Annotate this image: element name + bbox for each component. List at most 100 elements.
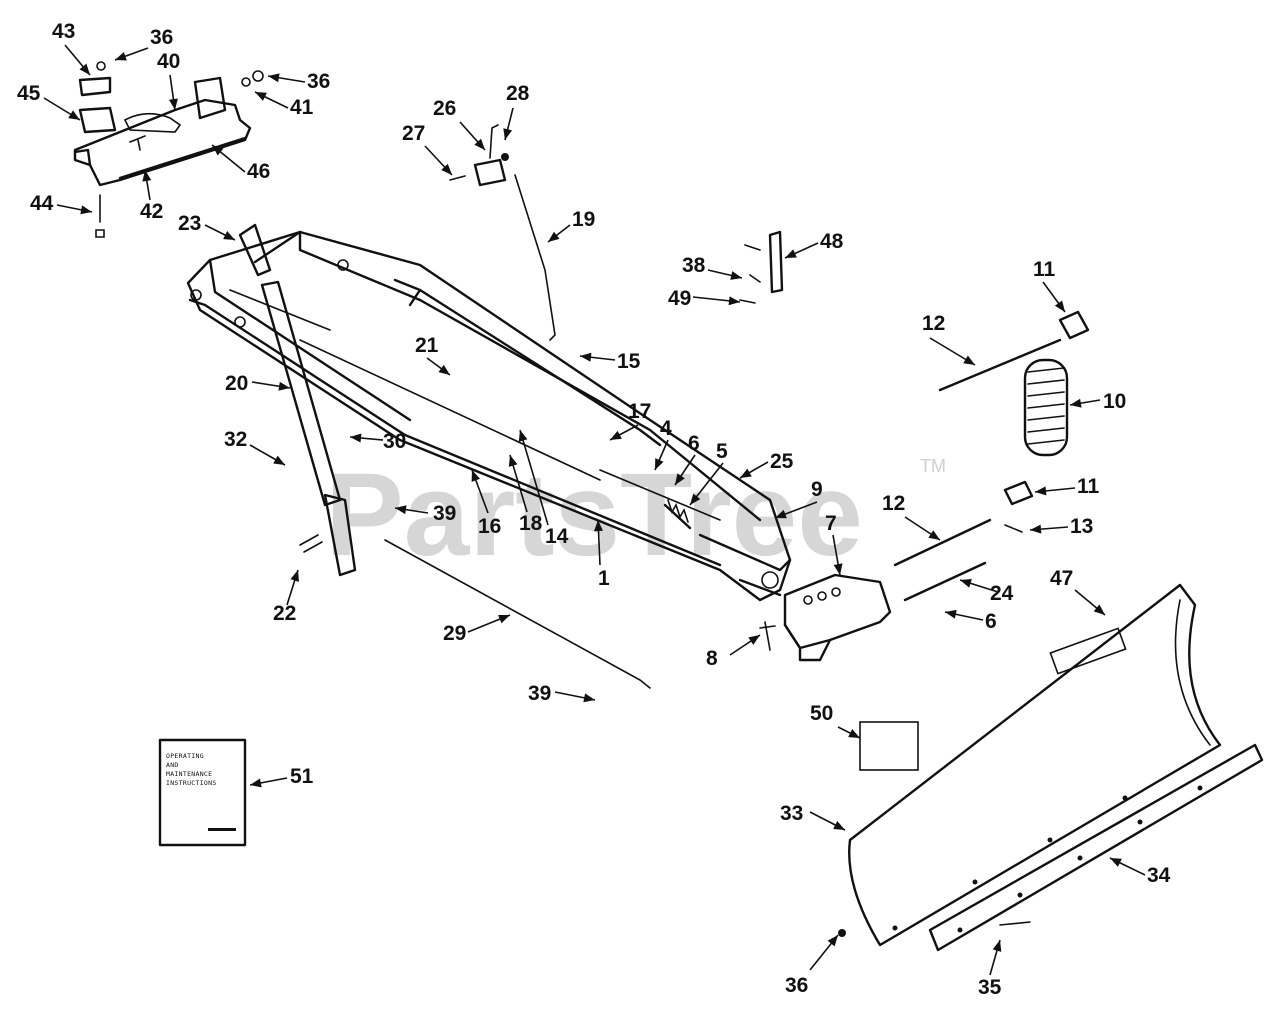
leader-arrowhead bbox=[928, 530, 940, 540]
cutting-edge-holes bbox=[892, 785, 1203, 933]
leader-arrowhead bbox=[441, 163, 452, 175]
callout-36: 36 bbox=[785, 974, 808, 997]
watermark-text: PartsTree bbox=[325, 449, 863, 581]
callout-51: 51 bbox=[290, 765, 314, 788]
leader-arrowhead bbox=[350, 433, 362, 443]
leader-arrowhead bbox=[785, 249, 797, 258]
callout-6: 6 bbox=[985, 610, 997, 633]
lift-lever bbox=[238, 223, 357, 577]
callout-8: 8 bbox=[706, 647, 718, 670]
callout-4: 4 bbox=[660, 417, 672, 440]
leader-arrowhead bbox=[992, 940, 1002, 952]
leader-arrowhead bbox=[728, 296, 740, 306]
leader-arrowhead bbox=[80, 205, 92, 215]
callout-36: 36 bbox=[307, 70, 330, 93]
callout-34: 34 bbox=[1147, 864, 1171, 887]
callout-17: 17 bbox=[628, 400, 651, 423]
leader-arrowhead bbox=[503, 128, 513, 140]
callout-49: 49 bbox=[668, 287, 691, 310]
rod-12-upper bbox=[938, 338, 1062, 392]
callout-39: 39 bbox=[433, 502, 456, 525]
callout-36: 36 bbox=[150, 26, 173, 49]
callout-23: 23 bbox=[178, 212, 201, 235]
leader-arrowhead bbox=[610, 430, 622, 440]
block-11-lower bbox=[1003, 480, 1034, 506]
leader-arrowhead bbox=[508, 455, 518, 467]
callout-26: 26 bbox=[433, 97, 456, 120]
callout-48: 48 bbox=[820, 230, 844, 253]
booklet-line-3: MAINTENANCE bbox=[166, 770, 212, 778]
leader-arrowhead bbox=[142, 170, 152, 182]
callout-32: 32 bbox=[224, 428, 247, 451]
leader-arrowhead bbox=[273, 455, 285, 465]
leader-arrowhead bbox=[583, 693, 595, 703]
rod-24 bbox=[903, 561, 987, 602]
blade-33 bbox=[848, 583, 1222, 947]
pivot-bracket bbox=[473, 158, 507, 187]
leader-arrowhead bbox=[474, 138, 485, 150]
leader-arrowhead bbox=[1110, 858, 1122, 867]
cutting-edge-34 bbox=[928, 743, 1264, 952]
leader-arrowhead bbox=[115, 52, 127, 61]
leader-arrowhead bbox=[775, 509, 787, 519]
leader-arrowhead bbox=[223, 231, 235, 240]
callouts: 1 4 5 6 6 7 8 9 10 11 11 12 12 13 14 15 … bbox=[17, 20, 1171, 999]
nut-36 bbox=[838, 929, 846, 937]
callout-29: 29 bbox=[443, 622, 466, 645]
leader-arrowhead bbox=[827, 935, 838, 947]
callout-39: 39 bbox=[528, 682, 551, 705]
leader-arrowhead bbox=[1054, 300, 1065, 312]
bolt-35 bbox=[999, 921, 1031, 926]
push-rod bbox=[384, 539, 651, 689]
callout-44: 44 bbox=[30, 192, 54, 215]
callout-30: 30 bbox=[383, 430, 406, 453]
leader-arrowhead bbox=[580, 352, 592, 362]
leader-arrowhead bbox=[1030, 524, 1042, 534]
leader-arrowhead bbox=[438, 364, 450, 375]
leader-arrowhead bbox=[833, 820, 845, 830]
booklet-line-4: INSTRUCTIONS bbox=[166, 779, 217, 787]
block-11-upper bbox=[1058, 310, 1090, 340]
pivot-bracket-7 bbox=[759, 573, 892, 662]
rod-12-lower bbox=[893, 518, 992, 567]
callout-38: 38 bbox=[682, 254, 706, 277]
pin-13 bbox=[1004, 524, 1023, 533]
leader-arrowhead bbox=[548, 231, 560, 242]
watermark: PartsTree TM bbox=[325, 449, 946, 581]
spring-5 bbox=[663, 503, 692, 530]
callout-10: 10 bbox=[1103, 390, 1126, 413]
callout-11: 11 bbox=[1077, 475, 1100, 498]
callout-47: 47 bbox=[1050, 567, 1073, 590]
callout-12: 12 bbox=[882, 492, 905, 515]
leader-arrowhead bbox=[278, 381, 290, 391]
callout-9: 9 bbox=[811, 478, 823, 501]
leader-arrowhead bbox=[255, 92, 267, 101]
leader-line bbox=[519, 429, 549, 526]
callout-5: 5 bbox=[716, 440, 728, 463]
callout-50: 50 bbox=[810, 702, 833, 725]
leader-arrowhead bbox=[498, 614, 510, 624]
decal-50 bbox=[859, 721, 919, 771]
callout-46: 46 bbox=[247, 160, 270, 183]
callout-6: 6 bbox=[688, 432, 700, 455]
spring-10 bbox=[1023, 358, 1069, 457]
manual-booklet: OPERATING AND MAINTENANCE INSTRUCTIONS bbox=[158, 738, 247, 847]
leader-arrowhead bbox=[945, 609, 957, 619]
leader-arrowhead bbox=[960, 579, 972, 588]
callout-1: 1 bbox=[598, 567, 610, 590]
callout-33: 33 bbox=[780, 802, 803, 825]
callout-13: 13 bbox=[1070, 515, 1093, 538]
leader-arrowhead bbox=[168, 98, 178, 110]
callout-41: 41 bbox=[290, 96, 314, 119]
leader-arrowhead bbox=[748, 635, 760, 645]
leader-arrowhead bbox=[655, 458, 664, 470]
callout-19: 19 bbox=[572, 208, 595, 231]
callout-22: 22 bbox=[273, 602, 296, 625]
callout-27: 27 bbox=[402, 122, 425, 145]
leader-arrowhead bbox=[593, 520, 603, 532]
callout-20: 20 bbox=[225, 372, 248, 395]
leader-arrowhead bbox=[212, 145, 224, 156]
leader-arrowhead bbox=[268, 73, 280, 83]
booklet-line-1: OPERATING bbox=[166, 752, 204, 760]
callout-45: 45 bbox=[17, 82, 41, 105]
